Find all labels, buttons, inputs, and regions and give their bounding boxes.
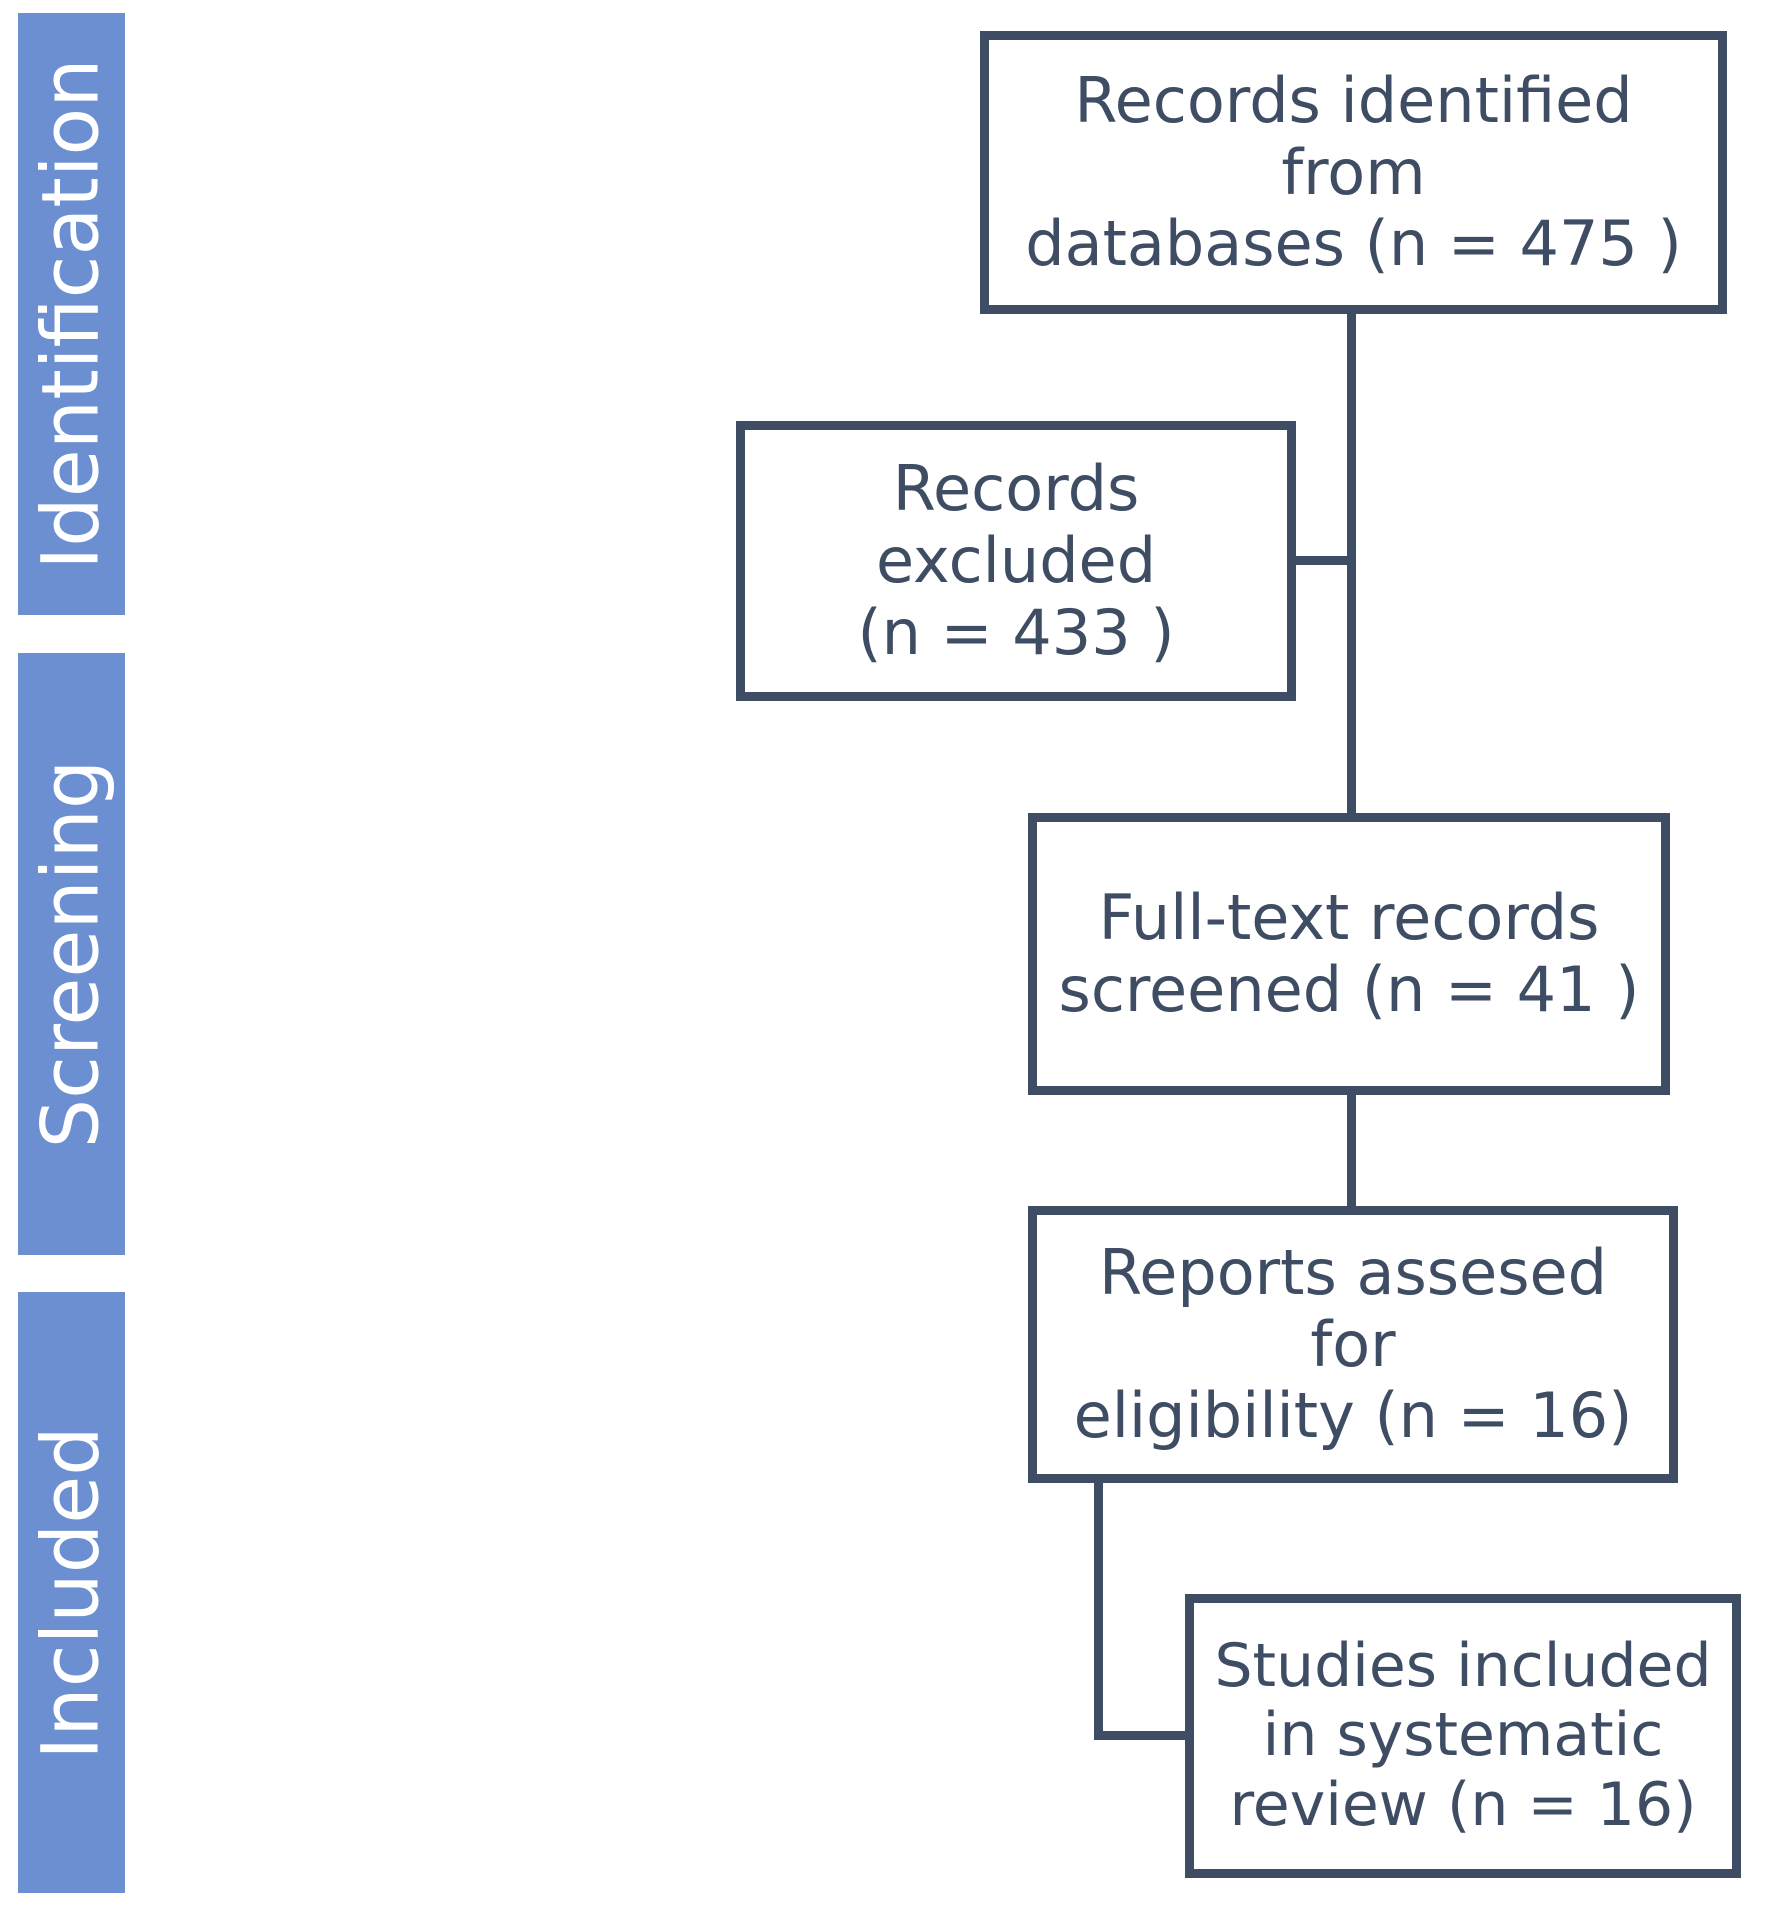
box-reports-assessed-text: Reports assesed for eligibility (n = 16) — [1037, 1235, 1669, 1453]
box-reports-assessed-line1: Reports assesed for — [1098, 1235, 1608, 1381]
box-records-identified-text: Records identified from databases (n = 4… — [989, 63, 1718, 281]
box-full-text-screened: Full-text records screened (n = 41 ) — [1028, 813, 1670, 1095]
box-records-excluded: Records excluded (n = 433 ) — [736, 421, 1296, 701]
box-studies-included-text: Studies included in systematic review (n… — [1204, 1630, 1721, 1841]
stage-bar-included: Included — [18, 1292, 125, 1893]
stage-bar-screening: Screening — [18, 653, 125, 1255]
box-full-text-screened-text: Full-text records screened (n = 41 ) — [1049, 882, 1650, 1026]
box-reports-assessed-line2: eligibility (n = 16) — [1073, 1379, 1633, 1453]
box-records-excluded-text: Records excluded (n = 433 ) — [745, 453, 1287, 669]
connector-screened-to-assessed-vertical — [1347, 1088, 1356, 1210]
box-full-text-screened-line2: screened (n = 41 ) — [1058, 953, 1640, 1026]
box-reports-assessed: Reports assesed for eligibility (n = 16) — [1028, 1206, 1678, 1483]
box-studies-included-line2: in systematic — [1262, 1700, 1664, 1771]
box-records-identified-line2: databases (n = 475 ) — [1025, 207, 1682, 281]
box-records-excluded-line1: Records excluded — [875, 452, 1157, 598]
stage-bar-screening-label: Screening — [26, 759, 117, 1149]
box-records-identified: Records identified from databases (n = 4… — [980, 31, 1727, 314]
box-records-excluded-line2: (n = 433 ) — [857, 595, 1175, 669]
connector-assessed-to-included-horizontal — [1094, 1731, 1194, 1740]
box-studies-included: Studies included in systematic review (n… — [1185, 1594, 1741, 1878]
stage-bar-identification: Identification — [18, 13, 125, 615]
stage-bar-included-label: Included — [26, 1425, 117, 1760]
box-studies-included-line3: review (n = 16) — [1229, 1769, 1697, 1840]
box-studies-included-line1: Studies included — [1214, 1630, 1712, 1701]
connector-assessed-to-included-vertical — [1094, 1478, 1103, 1740]
box-full-text-screened-line1: Full-text records — [1098, 881, 1600, 955]
stage-bar-identification-label: Identification — [26, 58, 117, 570]
connector-trunk-to-excluded-horizontal — [1290, 556, 1352, 565]
box-records-identified-line1: Records identified from — [1074, 63, 1633, 209]
